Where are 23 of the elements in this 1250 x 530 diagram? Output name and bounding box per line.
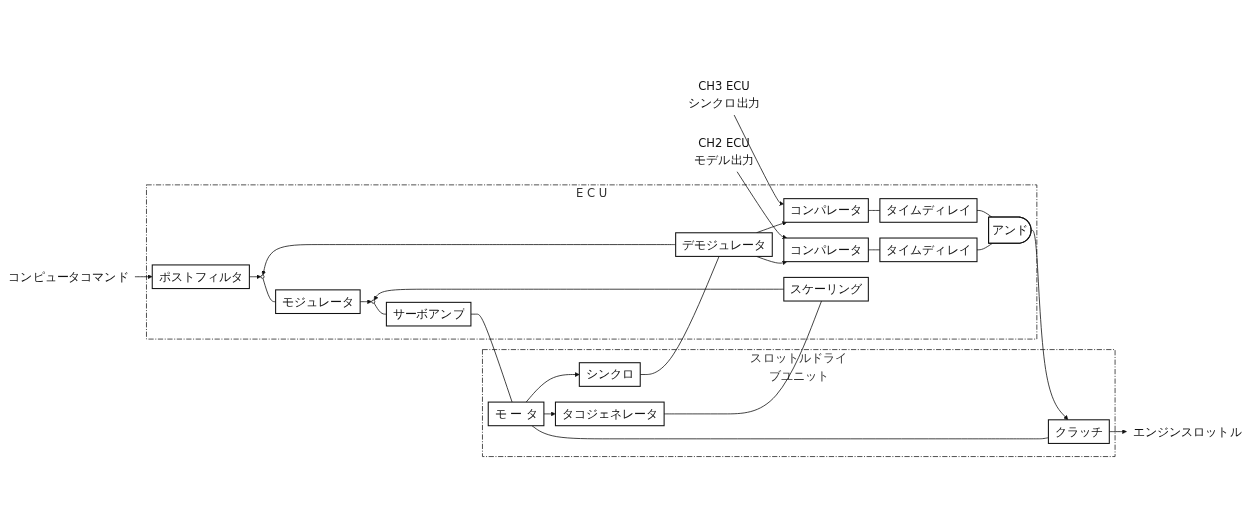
node-box: コンパレータ (783, 237, 869, 262)
node-circle (371, 299, 376, 304)
node-box: コンパレータ (783, 197, 869, 223)
node-text: CH3 ECU シンクロ出力 (688, 79, 760, 110)
node-box: モ ー タ (487, 401, 545, 426)
node-box: タイムディレイ (879, 197, 978, 223)
connector (262, 277, 276, 302)
node-box: スケーリング (783, 276, 869, 302)
node-box: デモジュレータ (675, 231, 773, 257)
node-box: サーボアンプ (385, 301, 472, 327)
node-box: タコジェネレータ (554, 401, 665, 426)
node-text: エンジンスロットル (1132, 424, 1242, 438)
node-box: モジュレータ (275, 289, 361, 314)
node-box: シンクロ (578, 361, 641, 387)
node-text: コンピュータコマンド (8, 269, 129, 283)
node-box: クラッチ (1047, 418, 1110, 444)
node-text: CH2 ECU モデル出力 (694, 135, 754, 167)
node-box: タイムディレイ (879, 237, 978, 262)
connector (470, 313, 513, 403)
connector (531, 425, 1049, 439)
node-circle (260, 274, 265, 279)
connector (373, 302, 387, 315)
node-box: ポストフィルタ (151, 264, 250, 289)
